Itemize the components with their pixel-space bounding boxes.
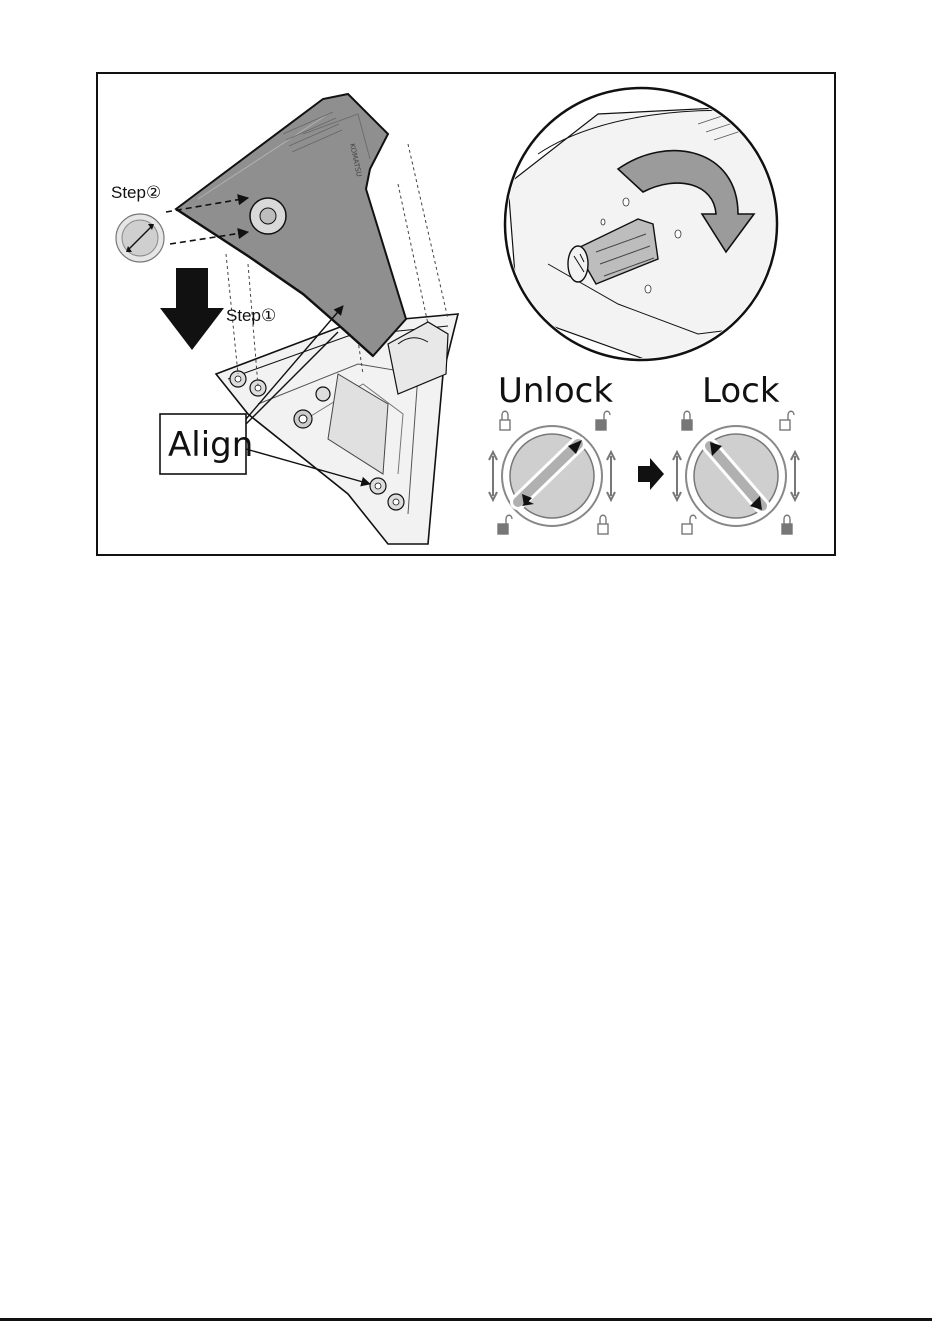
right-arrow-icon: [638, 458, 664, 490]
lock-open-icon: [682, 515, 696, 534]
diagram-canvas: KOMATSU Step② Step① Align: [98, 74, 834, 554]
step1-label: Step①: [226, 306, 276, 325]
unlock-dial-icon: [489, 426, 615, 526]
lock-open-icon: [498, 515, 512, 534]
lock-dial-icon: [673, 426, 799, 526]
lock-closed-icon: [598, 515, 608, 534]
installation-diagram: KOMATSU Step② Step① Align: [96, 72, 836, 556]
align-label: Align: [168, 425, 253, 465]
step2-dial-icon: [116, 214, 164, 262]
lock-closed-icon: [782, 515, 792, 534]
unlock-label: Unlock: [498, 371, 613, 411]
page-bottom-rule: [0, 1318, 932, 1321]
lock-label: Lock: [702, 371, 780, 411]
lock-closed-icon: [500, 411, 510, 430]
lock-open-icon: [596, 411, 610, 430]
lock-open-icon: [780, 411, 794, 430]
down-arrow-icon: [160, 268, 224, 350]
lock-closed-icon: [682, 411, 692, 430]
step2-label: Step②: [111, 183, 161, 202]
zoom-detail: [505, 88, 798, 364]
